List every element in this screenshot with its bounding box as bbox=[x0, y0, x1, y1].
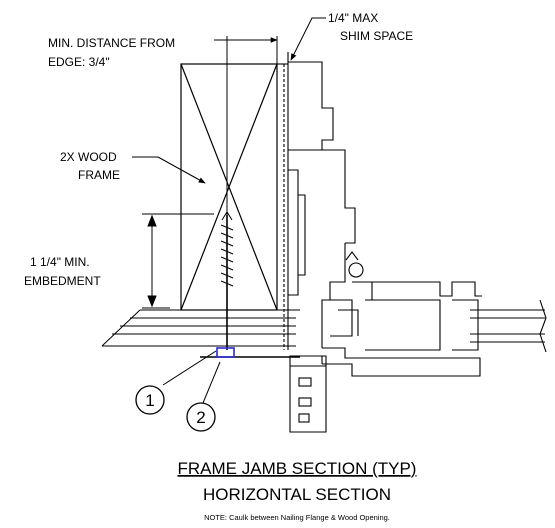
sill-leg bbox=[289, 355, 327, 433]
sill-lines bbox=[101, 309, 300, 358]
caulk-note: NOTE: Caulk between Nailing Flange & Woo… bbox=[204, 513, 390, 522]
embedment-dimension bbox=[142, 213, 214, 309]
min-distance-label-line2: EDGE: 3/4" bbox=[48, 55, 110, 69]
wood-frame-label-line1: 2X WOOD bbox=[60, 150, 117, 164]
marker-1: 1 bbox=[135, 385, 165, 415]
shim-space bbox=[277, 52, 289, 350]
marker-2-label: 2 bbox=[196, 408, 205, 427]
wood-frame-label-line2: FRAME bbox=[78, 168, 120, 182]
shim-space-label-line1: 1/4" MAX bbox=[328, 11, 378, 25]
marker-1-label: 1 bbox=[145, 391, 154, 410]
leaders bbox=[132, 17, 326, 404]
marker-2: 2 bbox=[186, 402, 216, 432]
screw bbox=[220, 211, 234, 350]
drawing-subtitle: HORIZONTAL SECTION bbox=[203, 485, 391, 504]
glazing-unit bbox=[365, 281, 547, 353]
min-distance-dimension bbox=[214, 36, 278, 215]
embedment-label-line1: 1 1/4" MIN. bbox=[30, 255, 90, 269]
drawing-title: FRAME JAMB SECTION (TYP) bbox=[178, 459, 417, 478]
wood-stud bbox=[180, 63, 278, 311]
embedment-label-line2: EMBEDMENT bbox=[24, 274, 101, 288]
shim-space-label-line2: SHIM SPACE bbox=[340, 29, 413, 43]
min-distance-label-line1: MIN. DISTANCE FROM bbox=[48, 36, 175, 50]
window-frame-profile bbox=[288, 61, 481, 377]
caulk-bead bbox=[216, 347, 235, 358]
